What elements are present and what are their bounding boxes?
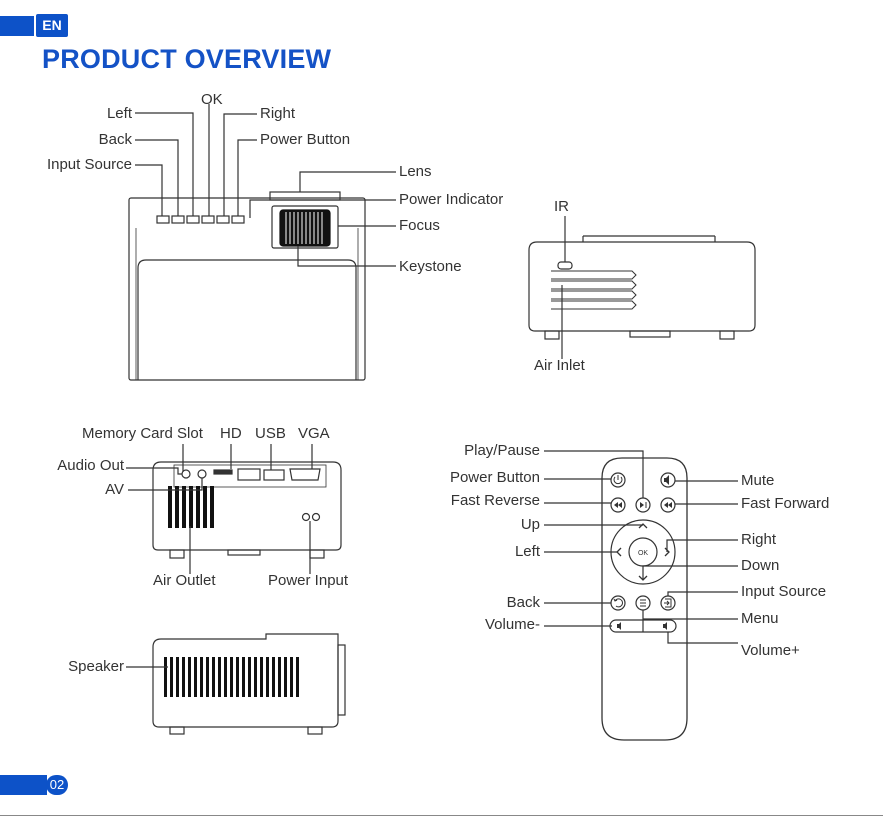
remote-control [544,450,738,741]
label-right: Right [260,105,296,122]
label-fast-reverse: Fast Reverse [450,492,540,509]
label-focus: Focus [399,217,440,234]
projector-top-view [128,104,396,381]
remote-fast-forward-btn [660,497,676,513]
label-lens: Lens [399,163,432,180]
remote-mute-btn [660,472,676,488]
remote-power-btn [610,472,626,488]
header-bar [0,16,34,36]
label-menu: Menu [741,610,779,627]
label-mute: Mute [741,472,775,489]
label-remote-right: Right [741,531,777,548]
label-play-pause: Play/Pause [464,442,540,459]
label-volume-plus: Volume+ [741,642,800,659]
label-remote-left: Left [514,543,540,560]
label-av: AV [105,481,124,498]
label-remote-input-source: Input Source [741,583,827,600]
hd-port [237,468,261,481]
label-audio-out: Audio Out [57,457,124,474]
label-down: Down [741,557,780,574]
label-remote-back: Back [506,594,540,611]
remote-fast-reverse-btn [610,497,626,513]
language-tag: EN [36,14,68,37]
label-memory-card-slot: Memory Card Slot [82,425,203,442]
label-hd: HD [220,425,242,442]
page-bottom-border [0,815,883,816]
label-speaker: Speaker [68,658,124,675]
label-ir: IR [554,198,569,215]
label-remote-power-button: Power Button [449,469,540,486]
memory-card-slot [213,469,233,475]
label-power-input: Power Input [268,572,349,589]
label-left: Left [106,105,132,122]
remote-ok-text: OK [638,550,648,557]
projector-side-view [126,633,346,735]
usb-port [263,469,285,481]
vga-port [289,468,321,481]
label-input-source: Input Source [46,156,132,173]
input-source-key [156,215,170,224]
label-keystone: Keystone [399,258,462,275]
label-vga: VGA [298,425,330,442]
label-air-outlet: Air Outlet [153,572,216,589]
page-number: 02 [46,775,68,795]
label-air-inlet: Air Inlet [534,357,585,374]
label-power-button: Power Button [260,131,351,148]
label-power-indicator: Power Indicator [399,191,504,208]
label-usb: USB [255,425,286,442]
label-up: Up [520,516,540,533]
av-port [197,469,207,479]
footer-bar [0,775,47,795]
label-volume-minus: Volume- [484,616,540,633]
label-back: Back [98,131,132,148]
projector-front-view [528,216,756,359]
label-fast-forward: Fast Forward [741,495,830,512]
page-title: PRODUCT OVERVIEW [42,44,332,74]
projector-back-view [126,444,342,574]
label-ok: OK [201,91,223,108]
